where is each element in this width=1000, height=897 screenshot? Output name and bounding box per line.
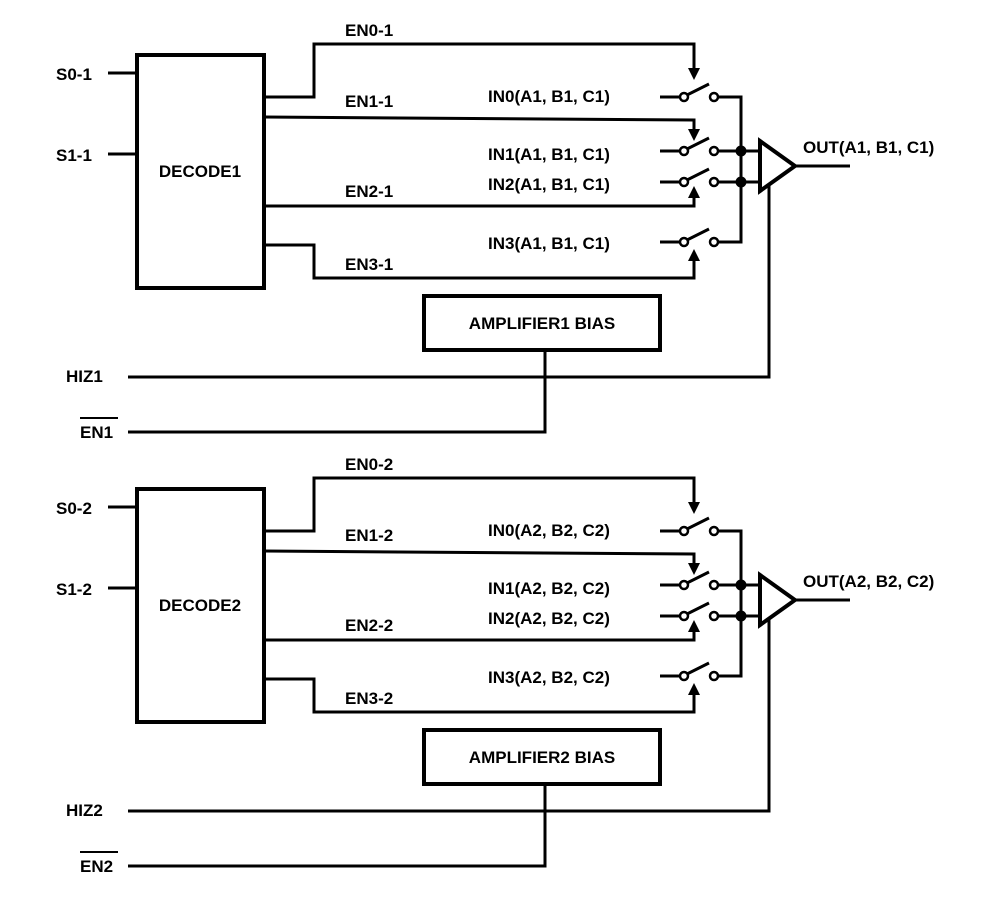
en3-label: EN3-2 xyxy=(345,689,393,708)
bias-block xyxy=(422,728,662,786)
s0-label: S0-2 xyxy=(56,499,92,518)
switch-in0 xyxy=(660,82,743,151)
in0-label: IN0(A2, B2, C2) xyxy=(488,521,610,540)
bias-label: AMPLIFIER2 BIAS xyxy=(469,748,615,767)
hiz-label: HIZ2 xyxy=(66,801,103,820)
decoder-label: DECODE1 xyxy=(159,162,241,181)
in3-label: IN3(A1, B1, C1) xyxy=(488,234,610,253)
junction-dot xyxy=(735,145,747,157)
junction-dot xyxy=(735,176,747,188)
hiz-wire xyxy=(128,619,771,813)
in3-label: IN3(A2, B2, C2) xyxy=(488,668,610,687)
in0-label: IN0(A1, B1, C1) xyxy=(488,87,610,106)
s1-label: S1-1 xyxy=(56,146,92,165)
en-wire xyxy=(128,350,547,434)
en2-arrow xyxy=(688,620,700,632)
en2-wire xyxy=(264,194,696,208)
en0-label: EN0-1 xyxy=(345,21,393,40)
in2-label: IN2(A1, B1, C1) xyxy=(488,175,610,194)
en2-wire xyxy=(264,628,696,642)
en1-arrow xyxy=(688,129,700,141)
bias-label: AMPLIFIER1 BIAS xyxy=(469,314,615,333)
junction-dot xyxy=(735,579,747,591)
en1-wire xyxy=(263,115,696,131)
decoder-block xyxy=(135,487,266,724)
in1-label: IN1(A1, B1, C1) xyxy=(488,145,610,164)
decoder-label: DECODE2 xyxy=(159,596,241,615)
in1-label: IN1(A2, B2, C2) xyxy=(488,579,610,598)
en1-arrow xyxy=(688,563,700,575)
en-wire xyxy=(128,784,547,868)
en3-wire xyxy=(264,677,696,714)
en0-arrow xyxy=(688,502,700,514)
en2-label: EN2-1 xyxy=(345,182,393,201)
bias-block xyxy=(422,294,662,352)
junction-dot xyxy=(735,610,747,622)
en3-arrow xyxy=(688,249,700,261)
output-label: OUT(A2, B2, C2) xyxy=(803,572,934,591)
en0-label: EN0-2 xyxy=(345,455,393,474)
en0-arrow xyxy=(688,68,700,80)
en-bar-label: EN2 xyxy=(80,857,113,876)
en0-wire xyxy=(264,476,696,533)
amplifier-triangle xyxy=(758,137,799,195)
s1-label: S1-2 xyxy=(56,580,92,599)
in2-label: IN2(A2, B2, C2) xyxy=(488,609,610,628)
en1-label: EN1-1 xyxy=(345,92,393,111)
en1-wire xyxy=(263,549,696,565)
output-label: OUT(A1, B1, C1) xyxy=(803,138,934,157)
en3-arrow xyxy=(688,683,700,695)
switch-in3 xyxy=(660,616,743,682)
amplifier-triangle xyxy=(758,571,799,629)
en0-wire xyxy=(264,42,696,99)
switch-in3 xyxy=(660,182,743,248)
hiz-label: HIZ1 xyxy=(66,367,103,386)
s0-label: S0-1 xyxy=(56,65,92,84)
en3-wire xyxy=(264,243,696,280)
en-bar-label: EN1 xyxy=(80,423,113,442)
switch-in1 xyxy=(660,570,741,591)
mux-block-2: S0-2 S1-2 HIZ2 EN2 DECODE2 EN0-2 EN1-2 E… xyxy=(56,455,934,876)
en2-label: EN2-2 xyxy=(345,616,393,635)
en2-arrow xyxy=(688,186,700,198)
switch-in2 xyxy=(660,167,741,188)
switch-in1 xyxy=(660,136,741,157)
en1-label: EN1-2 xyxy=(345,526,393,545)
en3-label: EN3-1 xyxy=(345,255,393,274)
hiz-wire xyxy=(128,185,771,379)
switch-in2 xyxy=(660,601,741,622)
mux-block-1: S0-1 S1-1 HIZ1 EN1 DECODE1 EN0-1 EN1-1 E… xyxy=(56,21,934,442)
switch-in0 xyxy=(660,516,743,585)
decoder-block xyxy=(135,53,266,290)
